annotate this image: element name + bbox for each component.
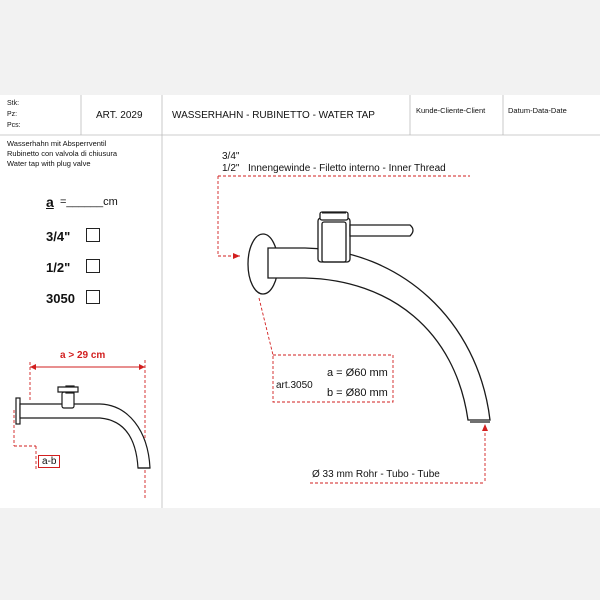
thread-label: Innengewinde - Filetto interno - Inner T… [248, 163, 446, 174]
option-3050-art: art.3050 [276, 380, 313, 391]
length-dimension-label: a > 29 cm [60, 350, 106, 361]
faucet-main [247, 211, 491, 421]
article-number: ART. 2029 [96, 110, 143, 121]
description-de: Wasserhahn mit Absperrventil [7, 139, 107, 148]
option-label-1-2: 1/2" [46, 260, 71, 275]
option-3050-leader [258, 297, 394, 403]
tube-label: Ø 33 mm Rohr - Tubo - Tube [312, 469, 440, 480]
option-3050-b: b = Ø80 mm [327, 387, 388, 399]
option-checkbox-3050[interactable] [86, 290, 100, 304]
spout [267, 247, 491, 421]
thread-size-large: 3/4" [222, 151, 240, 162]
ab-label: a-b [38, 455, 61, 468]
option-a-letter: a [46, 194, 54, 210]
option-checkbox-1-2[interactable] [86, 259, 100, 273]
stk-label: Stk: [7, 100, 20, 107]
valve-handle [349, 224, 414, 237]
pcs-label: Pcs: [7, 122, 21, 129]
description-it: Rubinetto con valvola di chiusura [7, 149, 118, 158]
thread-size-small: 1/2" [222, 163, 240, 174]
option-a-input[interactable]: =______cm [60, 196, 118, 208]
date-field: Datum-Data-Date [508, 106, 567, 115]
valve-cap [319, 211, 349, 221]
option-label-3050: 3050 [46, 291, 75, 306]
drawing-sheet [0, 95, 600, 508]
thread-leader-arrow [233, 253, 240, 259]
description-en: Water tap with plug valve [7, 159, 91, 168]
page-title: WASSERHAHN - RUBINETTO - WATER TAP [172, 110, 375, 121]
valve-body [317, 217, 351, 263]
small-faucet-drawing [13, 360, 151, 500]
customer-field: Kunde-Cliente-Client [416, 106, 486, 115]
option-label-3-4: 3/4" [46, 229, 71, 244]
option-checkbox-3-4[interactable] [86, 228, 100, 242]
header-grid [0, 95, 600, 508]
thread-leader [217, 175, 470, 257]
tube-leader-arrow [482, 424, 488, 431]
option-3050-a: a = Ø60 mm [327, 367, 388, 379]
tube-leader [310, 428, 486, 484]
pz-label: Pz: [7, 111, 18, 118]
